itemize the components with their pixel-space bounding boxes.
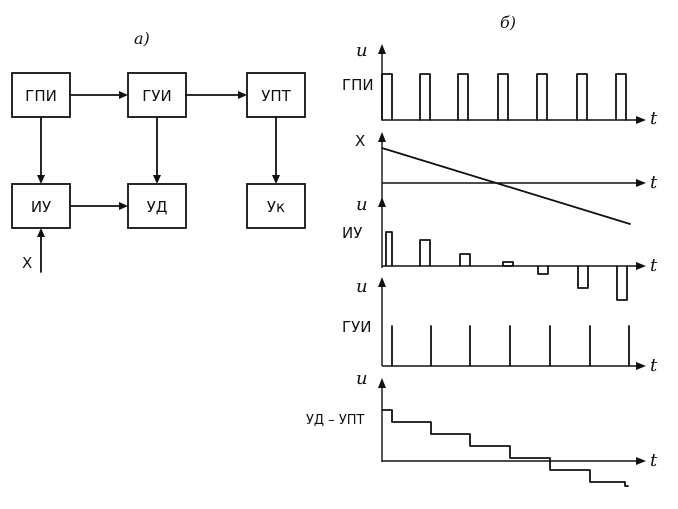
block-gpi: ГПИ [11,72,71,118]
t-axis-arrow-5 [636,457,646,465]
x-axis-label: Х [355,132,365,150]
arrow-gpi-to-iu [37,116,45,184]
row-x: Х t [355,132,658,225]
block-upt: УПТ [246,72,306,118]
u-axis-arrow-5 [378,378,386,388]
u-axis-label-5: u [356,368,368,389]
arrow-gpi-to-gui [69,91,128,99]
row-gui-label: ГУИ [342,318,372,336]
block-ud-label: УД [147,198,168,216]
ud-upt-staircase [381,409,629,487]
block-iu-label: ИУ [31,198,51,216]
row-gui: u ГУИ t [342,276,658,376]
block-upt-label: УПТ [261,87,291,105]
t-axis-arrow-1 [636,116,646,124]
row-iu-label: ИУ [342,224,362,242]
row-iu: u ИУ t [342,194,658,301]
block-gui-label: ГУИ [142,87,172,105]
block-ud: УД [127,183,187,229]
row-gpi: u ГПИ t [342,40,658,129]
x-axis-arrow [378,132,386,142]
u-axis-arrow-1 [378,44,386,54]
arrow-gui-to-upt [185,91,247,99]
x-ramp-line [381,147,631,225]
row-ud-upt-label: УД – УПТ [306,413,365,428]
block-uk-label: Ук [267,198,285,216]
t-axis-label-2: t [650,172,658,193]
t-axis-arrow-3 [636,262,646,270]
t-axis-arrow-2 [636,179,646,187]
u-axis-arrow-4 [378,277,386,287]
caption-a: а) [134,29,150,48]
t-axis-arrow-4 [636,362,646,370]
arrow-x-to-iu [37,228,45,273]
block-gpi-label: ГПИ [25,87,57,105]
arrow-iu-to-ud [69,202,128,210]
u-axis-arrow-3 [378,197,386,207]
t-axis-label-5: t [650,450,658,471]
arrow-upt-to-uk [272,116,280,184]
input-x-label: Х [22,254,32,272]
block-gui: ГУИ [127,72,187,118]
gpi-pulse-train [381,73,627,121]
t-axis-label-1: t [650,108,658,129]
block-iu: ИУ [11,183,71,229]
iu-pulse-train [385,231,628,301]
u-axis-label-3: u [356,194,368,215]
t-axis-label-3: t [650,255,658,276]
block-uk: Ук [246,183,306,229]
row-ud-upt: u УД – УПТ t [306,368,658,487]
caption-b: б) [500,13,516,32]
u-axis-label-4: u [356,276,368,297]
u-axis-label-1: u [356,40,368,61]
arrow-gui-to-ud [153,116,161,184]
row-gpi-label: ГПИ [342,76,374,94]
t-axis-label-4: t [650,355,658,376]
gui-needle-train [391,325,630,367]
